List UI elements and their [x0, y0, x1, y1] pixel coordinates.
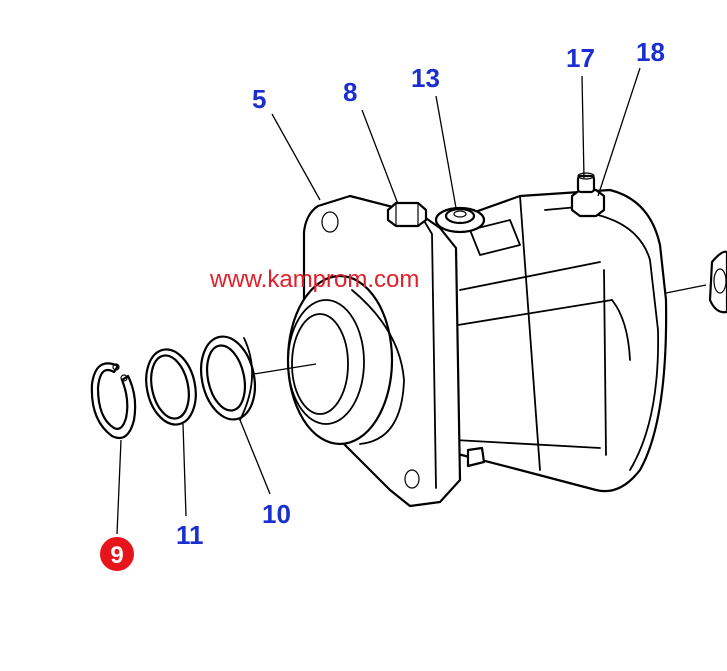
hex-bolt	[386, 201, 428, 228]
callout-5: 5	[252, 84, 266, 114]
callout-10: 10	[262, 499, 291, 529]
callout-9-highlight: 9	[98, 535, 136, 573]
leader-lines	[116, 67, 641, 535]
callout-13: 13	[411, 63, 440, 93]
watermark-text: www.kamprom.com	[209, 266, 419, 293]
callout-9: 9	[110, 542, 123, 569]
highlight-badge	[98, 535, 136, 573]
front-flange	[286, 194, 462, 508]
callout-8: 8	[343, 77, 357, 107]
shaft-seal	[200, 335, 256, 421]
callout-18: 18	[636, 37, 665, 67]
breather-fitting	[570, 172, 606, 218]
callout-11: 11	[176, 520, 204, 550]
snap-ring	[90, 362, 137, 440]
port-plug	[434, 206, 486, 234]
o-ring	[145, 348, 197, 426]
motor-housing	[428, 188, 727, 493]
callout-17: 17	[566, 43, 595, 73]
